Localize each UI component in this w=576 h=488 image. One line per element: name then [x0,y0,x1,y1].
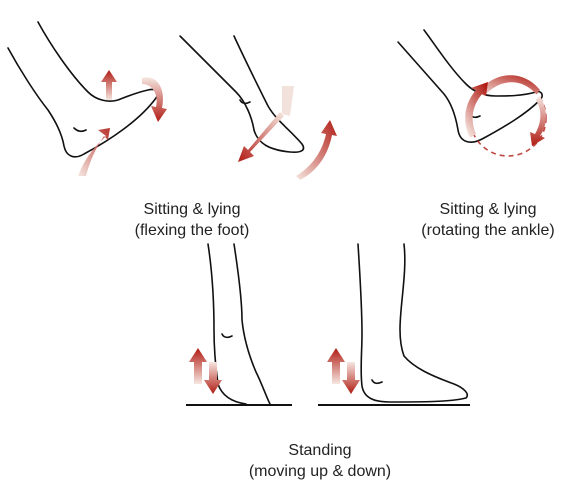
caption-standing-line2: (moving up & down) [220,461,420,482]
point-down-arrow [238,112,284,162]
rotate-left-arrow [465,82,488,138]
point-light-arrow [282,86,294,116]
rotate-right-arrow [530,96,546,146]
flex-up-arrow [101,70,117,100]
toes-down-arrow [204,362,222,394]
standing-flat-figure [318,244,470,405]
caption-flexing: Sitting & lying (flexing the foot) [92,199,292,241]
toes-up-arrow [189,348,207,384]
flat-down-arrow [342,362,360,394]
caption-standing: Standing (moving up & down) [220,440,420,482]
caption-rotating-line2: (rotating the ankle) [400,220,576,241]
caption-standing-line1: Standing [220,440,420,461]
caption-rotating-line1: Sitting & lying [400,199,576,220]
flat-up-arrow [327,348,345,384]
caption-rotating: Sitting & lying (rotating the ankle) [400,199,576,241]
caption-flexing-line1: Sitting & lying [92,199,292,220]
caption-flexing-line2: (flexing the foot) [92,220,292,241]
foot-flex-up-figure [8,22,158,157]
flex-light-arrow [78,128,110,176]
